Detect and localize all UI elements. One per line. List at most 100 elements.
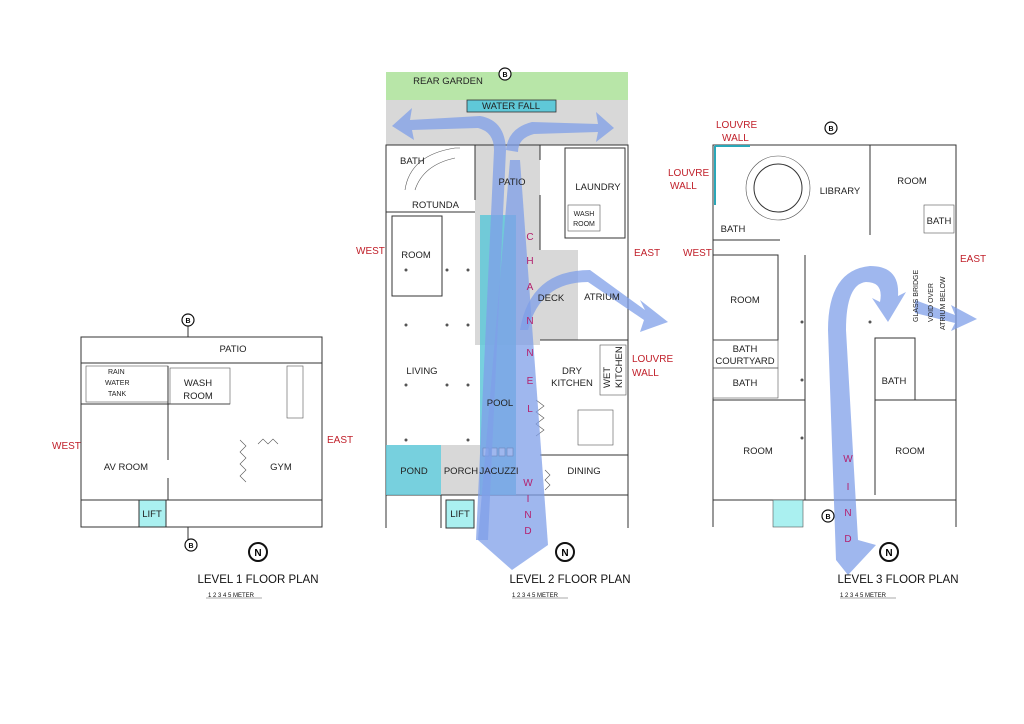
level1-gym-label: GYM (270, 462, 292, 473)
level3-east-label: EAST (960, 254, 986, 265)
level2-pool-label: POOL (487, 398, 513, 409)
level3-atrium-below-label: ATRIUM BELOW (940, 276, 947, 330)
level2-lift (445, 499, 475, 529)
level3-courtyard-label: COURTYARD (715, 356, 774, 367)
level1-rain-label: RAIN (108, 369, 125, 376)
level1-room-label: ROOM (183, 391, 213, 402)
lift-shaft (138, 499, 167, 528)
wind-letter: W (843, 454, 853, 465)
wind-letter: N (844, 508, 851, 519)
level1-outline (80, 336, 323, 528)
level2-wind-text: W I N D (523, 478, 533, 537)
section-b-marker-icon: B (821, 509, 835, 523)
north-arrows: N N N (248, 542, 899, 562)
water-fall (466, 99, 557, 113)
level2-dining-label: DINING (567, 466, 600, 477)
wind-letter: D (524, 526, 531, 537)
level3-bath-ne-label: BATH (927, 216, 952, 227)
section-b-marker-icon: B (824, 121, 838, 135)
level2-east-label: EAST (634, 248, 660, 259)
north-arrow-icon: N (555, 542, 575, 562)
level2-deck-label: DECK (538, 293, 565, 304)
wind-letter: W (523, 478, 533, 489)
section-b-label: B (185, 318, 190, 325)
level2-west-label: WEST (356, 246, 385, 257)
wind-letter: I (847, 482, 850, 493)
north-arrow-icon: N (248, 542, 268, 562)
level3-lift-void (772, 499, 804, 528)
level3-west-label: WEST (683, 248, 712, 259)
pond (386, 445, 441, 495)
level3-louvre-top-label: LOUVRE (716, 120, 757, 131)
level2-kitchen-label: KITCHEN (551, 378, 593, 389)
level2-pond-label: POND (400, 466, 428, 477)
section-b-marker-icon: B (181, 313, 195, 327)
level2-columns (404, 268, 470, 442)
level2-jacuzzi-label: JACUZZI (479, 466, 518, 477)
level1-title: LEVEL 1 FLOOR PLAN (197, 574, 318, 586)
level3-wind-flow (828, 266, 977, 575)
section-markers: B B B B B (181, 67, 838, 552)
level3-louvre-side-label: LOUVRE (668, 168, 709, 179)
wind-letter: I (527, 494, 530, 505)
level2-water-fall-label: WATER FALL (482, 101, 540, 112)
level2-wind-flow (392, 108, 668, 570)
level2-atrium-label: ATRIUM (584, 292, 620, 303)
channel-letter: C (526, 232, 533, 243)
level2-scale-text: 1 2 3 4 5 METER (512, 593, 559, 599)
channel-letter: H (526, 256, 533, 267)
level1-lift-label: LIFT (142, 509, 162, 520)
level1-scale-bar: 1 2 3 4 5 METER (206, 593, 262, 599)
north-arrow-icon: N (879, 542, 899, 562)
level2-rotunda-label: ROTUNDA (412, 200, 460, 211)
level2-dry-label: DRY (562, 366, 583, 377)
level3-title: LEVEL 3 FLOOR PLAN (837, 574, 958, 586)
level1-av-room-label: AV ROOM (104, 462, 148, 473)
wind-letter: D (844, 534, 851, 545)
section-b-label: B (188, 543, 193, 550)
level1-tank-label: TANK (108, 391, 126, 398)
level3-wall-side-label: WALL (670, 181, 697, 192)
level3-room-se-label: ROOM (895, 446, 925, 457)
level2-wash-label: WASH (574, 211, 595, 218)
level3-wall-top-label: WALL (722, 133, 749, 144)
level2-louvre-label: LOUVRE (632, 354, 673, 365)
level1-plan: PATIO RAIN WATER TANK WASH ROOM AV ROOM … (52, 318, 353, 599)
level3-bath-w-label: BATH (733, 378, 758, 389)
channel-letter: A (527, 282, 534, 293)
level3-room-ne-label: ROOM (897, 176, 927, 187)
level3-bath-nw-label: BATH (721, 224, 746, 235)
level2-lift-label: LIFT (450, 509, 470, 520)
level1-patio-label: PATIO (219, 344, 246, 355)
level2-scale-bar: 1 2 3 4 5 METER (512, 593, 568, 599)
level2-plan: WATER FALL REAR GARDEN (356, 72, 673, 599)
north-label: N (254, 548, 261, 559)
section-b-label: B (828, 126, 833, 133)
level3-room-sw-label: ROOM (743, 446, 773, 457)
level1-water-label: WATER (105, 380, 130, 387)
level2-wetkitchen-label: KITCHEN (614, 346, 625, 388)
wind-letter: N (524, 510, 531, 521)
channel-letter: L (527, 404, 533, 415)
level2-bath-label: BATH (400, 156, 425, 167)
level3-bath-court-label: BATH (733, 344, 758, 355)
level2-rear-garden-label: REAR GARDEN (413, 76, 483, 87)
level2-channel-text: C H A N N E L (526, 232, 533, 415)
level3-void-over-label: VOID OVER (928, 283, 935, 322)
level2-room-label: ROOM (401, 250, 431, 261)
level3-scale-text: 1 2 3 4 5 METER (840, 593, 887, 599)
level3-wind-text: W I N D (843, 454, 853, 545)
level1-wash-label: WASH (184, 378, 212, 389)
north-label: N (561, 548, 568, 559)
level3-glass-bridge-label: GLASS BRIDGE (913, 270, 920, 322)
north-label: N (885, 548, 892, 559)
section-b-label: B (825, 514, 830, 521)
level2-wall-label: WALL (632, 368, 659, 379)
section-b-marker-icon: B (498, 67, 512, 81)
level2-wet-label: WET (602, 367, 613, 388)
level1-east-label: EAST (327, 435, 353, 446)
level2-patio-label: PATIO (498, 177, 525, 188)
level3-columns (800, 320, 872, 440)
channel-letter: N (526, 348, 533, 359)
